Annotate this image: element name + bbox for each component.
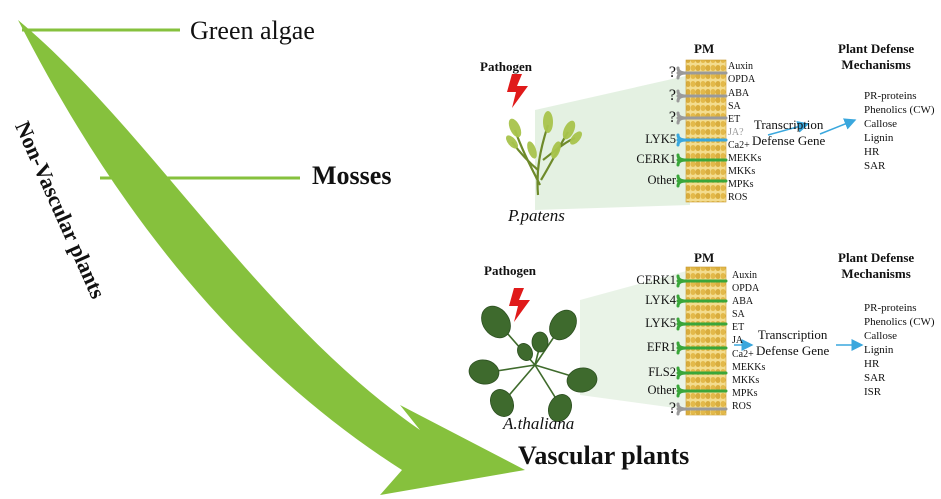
moss-pm-label: PM bbox=[694, 41, 715, 56]
moss-signal-arrow bbox=[767, 120, 810, 136]
arabidopsis-signal-label: ROS bbox=[732, 401, 752, 412]
moss-signal-label: MPKs bbox=[728, 179, 754, 190]
moss-signal-label: ABA bbox=[728, 88, 750, 99]
moss-mechanism-item: HR bbox=[864, 146, 880, 158]
moss-signal-label: ROS bbox=[728, 192, 748, 203]
moss-defense-gene-line: Defense Gene bbox=[752, 132, 826, 148]
moss-plasma-membrane bbox=[685, 59, 727, 203]
arabidopsis-mechanism-item: HR bbox=[864, 358, 880, 370]
moss-receptors bbox=[676, 66, 728, 188]
moss-receptor-label: ? bbox=[668, 64, 676, 81]
moss-signal-label: ET bbox=[728, 114, 741, 125]
moss-receptor-label: ? bbox=[668, 109, 676, 126]
moss-transcription-label: Transcription Defense Gene bbox=[752, 117, 825, 148]
arabidopsis-receptor-label: LYK5 bbox=[645, 316, 676, 330]
moss-signal-label: MEKKs bbox=[728, 153, 762, 164]
moss-pathogen-label: Pathogen bbox=[480, 59, 532, 74]
arabidopsis-receptor-label: LYK4 bbox=[645, 293, 676, 307]
arabidopsis-defense-title: Plant Defense Mechanisms bbox=[838, 251, 914, 280]
arabidopsis-signal-label: ET bbox=[732, 322, 745, 333]
arabidopsis-signal-label: MKKs bbox=[732, 375, 760, 386]
moss-mechanism-item: SAR bbox=[864, 160, 886, 172]
arabidopsis-signal-label: JA bbox=[732, 335, 744, 346]
moss-pathogen-bolt bbox=[507, 74, 528, 108]
moss-receptor-label: LYK5 bbox=[645, 132, 676, 146]
arabidopsis-receptors bbox=[676, 274, 728, 416]
arabidopsis-mechanism-item: Phenolics (CW) bbox=[864, 316, 935, 328]
defense-title-line: Mechanisms bbox=[841, 266, 911, 281]
defense-title-line: Mechanisms bbox=[841, 57, 911, 72]
moss-zoom-wedge bbox=[535, 75, 690, 210]
arabidopsis-mechanism-item: Lignin bbox=[864, 344, 894, 356]
arabidopsis-signal-label: MPKs bbox=[732, 388, 758, 399]
moss-transcription-line: Transcription bbox=[753, 117, 824, 132]
arabidopsis-defense-gene-line: Defense Gene bbox=[756, 342, 830, 358]
arabidopsis-plasma-membrane bbox=[685, 266, 727, 416]
arabidopsis-receptor-label: CERK1 bbox=[636, 273, 676, 287]
arabidopsis-signal-label: ABA bbox=[732, 296, 754, 307]
moss-signal-label: OPDA bbox=[728, 74, 756, 85]
moss-receptor-label: Other bbox=[647, 173, 676, 187]
arabidopsis-mechanism-item: Callose bbox=[864, 330, 897, 342]
evolution-arrow bbox=[18, 20, 525, 495]
arabidopsis-signal-label: Auxin bbox=[732, 270, 757, 281]
defense-title-line: Plant Defense bbox=[838, 250, 915, 265]
mosses-label: Mosses bbox=[312, 161, 392, 190]
arabidopsis-mechanism-item: PR-proteins bbox=[864, 302, 917, 314]
arabidopsis-mechanism-item: ISR bbox=[864, 386, 882, 398]
arabidopsis-receptor-label: EFR1 bbox=[646, 340, 676, 354]
arabidopsis-signal-label: MEKKs bbox=[732, 362, 766, 373]
arabidopsis-species-label: A.thaliana bbox=[503, 414, 575, 433]
moss-mechanism-item: Phenolics (CW) bbox=[864, 104, 935, 116]
arabidopsis-pm-label: PM bbox=[694, 250, 715, 265]
moss-mechanism-item: Lignin bbox=[864, 132, 894, 144]
green-algae-label: Green algae bbox=[190, 16, 315, 45]
moss-species-label: P.patens bbox=[508, 206, 565, 225]
defense-title-line: Plant Defense bbox=[838, 41, 915, 56]
arabidopsis-rosette-illustration bbox=[468, 305, 598, 422]
moss-signal-label: MKKs bbox=[728, 166, 756, 177]
arabidopsis-receptor-label: Other bbox=[647, 383, 676, 397]
arabidopsis-transcription-label: Transcription Defense Gene bbox=[756, 327, 829, 358]
moss-defense-title: Plant Defense Mechanisms bbox=[838, 42, 914, 71]
moss-signal-label: SA bbox=[728, 101, 741, 112]
arabidopsis-receptor-label: FLS2 bbox=[648, 365, 676, 379]
moss-signal-label: Auxin bbox=[728, 61, 753, 72]
arabidopsis-zoom-wedge bbox=[580, 270, 690, 410]
arabidopsis-receptor-label: ? bbox=[668, 400, 676, 417]
arabidopsis-signal-label: Ca2+ bbox=[732, 349, 754, 360]
arabidopsis-signal-label: OPDA bbox=[732, 283, 760, 294]
arabidopsis-mechanism-item: SAR bbox=[864, 372, 886, 384]
vascular-plants-label: Vascular plants bbox=[518, 441, 690, 470]
moss-receptor-label: ? bbox=[668, 87, 676, 104]
moss-receptor-label: CERK1 bbox=[636, 152, 676, 166]
arabidopsis-signal-label: SA bbox=[732, 309, 745, 320]
arabidopsis-transcription-line: Transcription bbox=[757, 327, 828, 342]
moss-mechanism-item: Callose bbox=[864, 118, 897, 130]
arabidopsis-pathogen-bolt bbox=[509, 288, 530, 322]
moss-defense-arrow bbox=[819, 118, 857, 135]
arabidopsis-pathogen-label: Pathogen bbox=[484, 263, 536, 278]
moss-signal-label: Ca2+ bbox=[728, 140, 750, 151]
moss-mechanism-item: PR-proteins bbox=[864, 90, 917, 102]
moss-signal-label: JA? bbox=[728, 127, 744, 138]
